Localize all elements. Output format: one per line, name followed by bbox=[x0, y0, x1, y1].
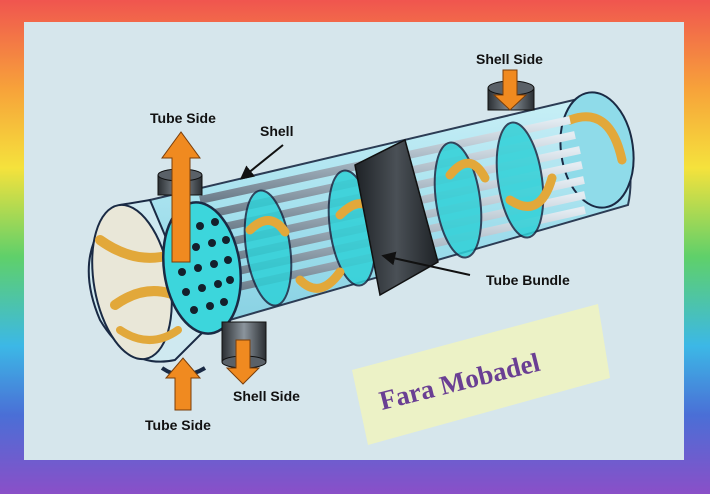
swirl-arrow bbox=[445, 158, 490, 183]
label-tube-bundle: Tube Bundle bbox=[486, 272, 570, 288]
shell-callout-line bbox=[239, 144, 284, 180]
swirl-arrow bbox=[245, 216, 290, 237]
label-tube-side-top: Tube Side bbox=[150, 110, 216, 126]
label-shell-side-top: Shell Side bbox=[476, 51, 543, 67]
baffle-3 bbox=[433, 141, 483, 259]
tube-side-outflow-arrow bbox=[161, 131, 201, 263]
watermark-note: Fara Mobadel bbox=[352, 304, 610, 445]
flow-arrows bbox=[161, 69, 528, 411]
swirl-arrow bbox=[505, 173, 557, 211]
tube-side-inflow-arrow bbox=[164, 357, 202, 411]
label-shell: Shell bbox=[260, 123, 293, 139]
label-shell-side-bottom: Shell Side bbox=[233, 388, 300, 404]
label-tube-side-bottom: Tube Side bbox=[145, 417, 211, 433]
swirl-arrow bbox=[295, 267, 345, 293]
baffle-1 bbox=[243, 189, 293, 307]
channel-head bbox=[87, 198, 207, 363]
shell-side-outflow-arrow bbox=[225, 339, 261, 385]
swirl-arrow-end bbox=[565, 112, 627, 165]
tube-bundle-callout-line bbox=[381, 251, 471, 276]
swirl-arrow bbox=[116, 326, 182, 344]
shell-band bbox=[354, 138, 439, 297]
shell-side-inflow-arrow bbox=[492, 69, 528, 111]
